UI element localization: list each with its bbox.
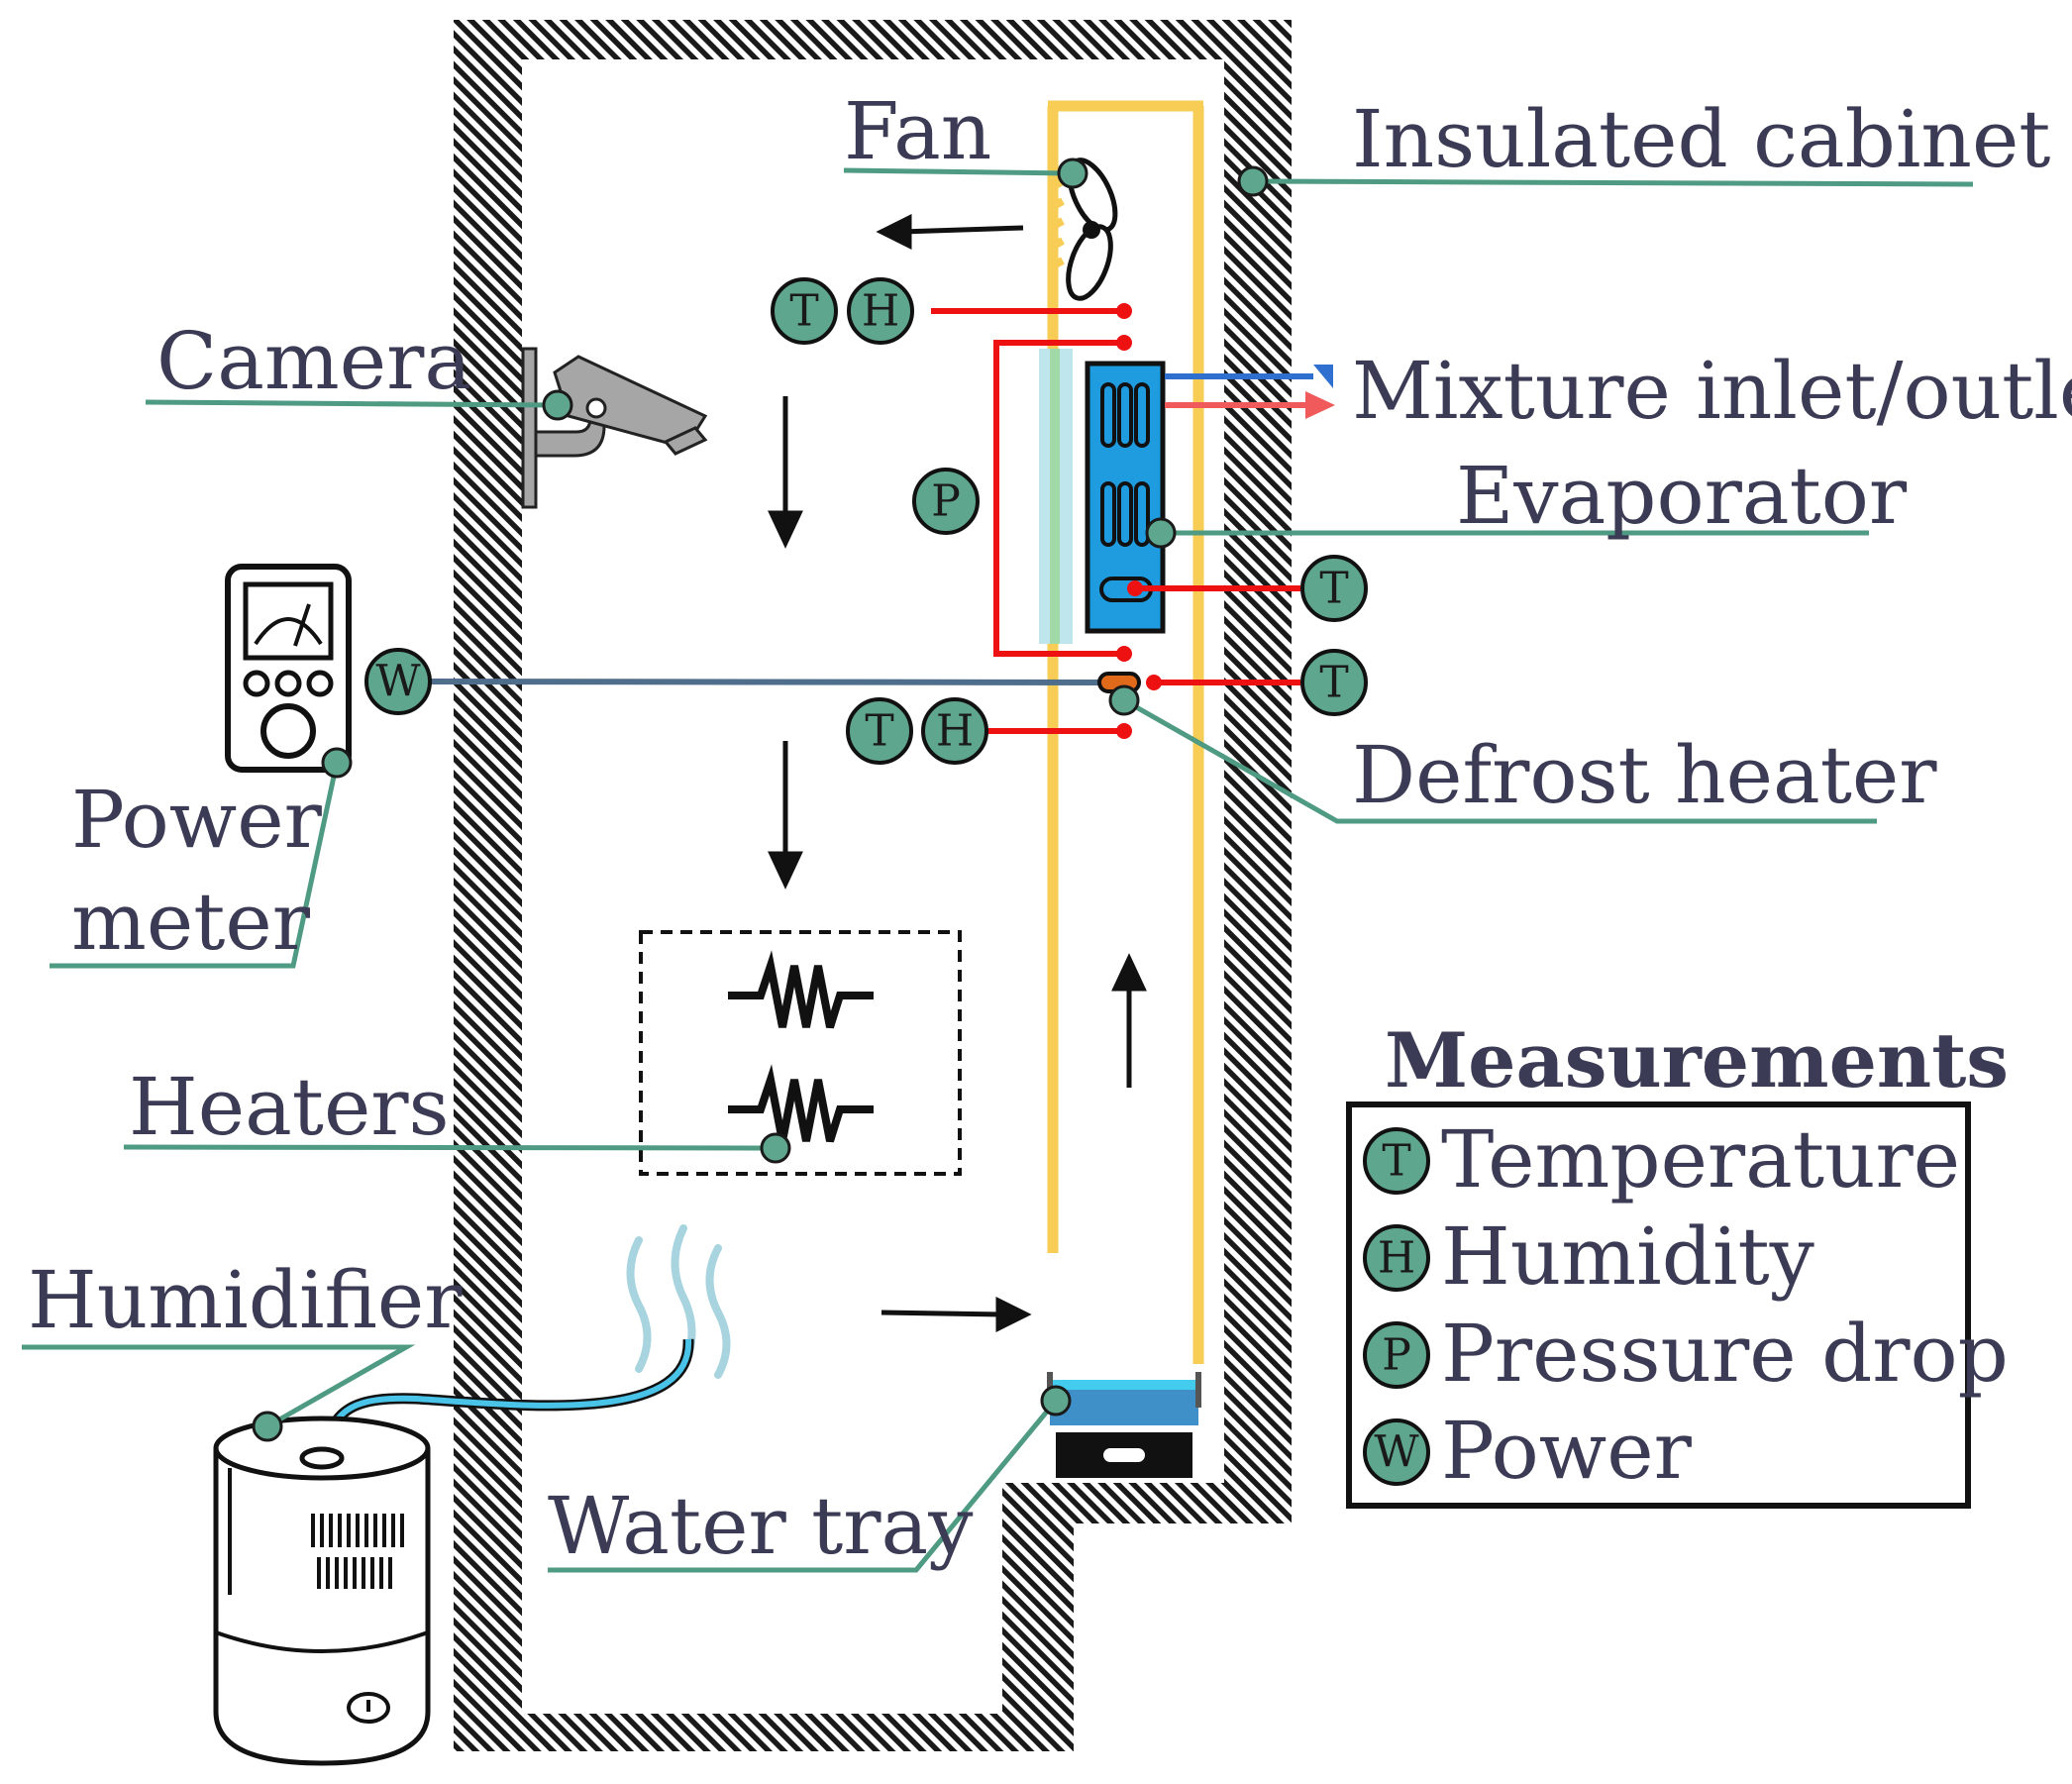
- legend-item-power: W Power: [1363, 1405, 1693, 1497]
- svg-text:P: P: [931, 476, 961, 527]
- wire-endpoints: [1116, 303, 1162, 739]
- svg-text:T: T: [865, 706, 893, 757]
- humidifier-icon: [213, 1416, 431, 1766]
- label-power-meter-2: meter: [71, 876, 311, 968]
- legend-item-temperature: T Temperature: [1363, 1113, 1960, 1206]
- svg-text:H: H: [862, 286, 899, 337]
- steam-icon: [626, 1224, 731, 1379]
- evaporator-icon: [1085, 361, 1166, 634]
- svg-text:Temperature: Temperature: [1441, 1113, 1960, 1206]
- sensor-h-top: H: [847, 277, 914, 345]
- sensor-t-evaporator: T: [1300, 555, 1368, 622]
- svg-text:H: H: [936, 706, 974, 757]
- component-labels: Fan Insulated cabinet Camera Mixture inl…: [28, 85, 2072, 1572]
- label-power-meter-1: Power: [71, 774, 323, 866]
- label-fan: Fan: [844, 85, 991, 177]
- svg-text:T: T: [1319, 658, 1348, 708]
- svg-text:Humidity: Humidity: [1441, 1210, 1814, 1303]
- svg-text:T: T: [1319, 564, 1348, 614]
- legend: Measurements T Temperature H Humidity P …: [1346, 1016, 2009, 1509]
- sensor-h-bottom: H: [921, 697, 988, 765]
- airflow-arrow-icon: [768, 213, 1147, 1333]
- label-water-tray: Water tray: [548, 1480, 973, 1572]
- legend-item-humidity: H Humidity: [1363, 1210, 1814, 1303]
- leader-dots: [252, 157, 1269, 1442]
- sensor-p: P: [912, 468, 980, 535]
- sensor-t-top: T: [771, 277, 838, 345]
- label-humidifier: Humidifier: [28, 1254, 463, 1346]
- water-tray-icon: [1047, 1372, 1201, 1478]
- label-mixture: Mixture inlet/outlet: [1352, 345, 2072, 437]
- sensor-wires: [931, 308, 1300, 734]
- svg-text:W: W: [1374, 1427, 1419, 1478]
- svg-text:H: H: [1378, 1233, 1415, 1284]
- power-meter-icon: [225, 564, 352, 773]
- label-camera: Camera: [156, 315, 471, 407]
- camera-icon: [521, 347, 708, 509]
- svg-text:T: T: [789, 286, 818, 337]
- sensor-w: W: [364, 648, 432, 715]
- svg-text:Power: Power: [1441, 1405, 1693, 1497]
- label-evaporator: Evaporator: [1456, 450, 1908, 542]
- sensor-t-bottom: T: [846, 697, 913, 765]
- legend-item-pressure: P Pressure drop: [1363, 1308, 2009, 1400]
- label-defrost-heater: Defrost heater: [1352, 729, 1937, 821]
- label-insulated-cabinet: Insulated cabinet: [1352, 93, 2050, 185]
- sensor-badges: T H P T T W T H: [364, 277, 1368, 765]
- svg-text:Pressure drop: Pressure drop: [1441, 1308, 2009, 1400]
- sensor-t-defrost: T: [1300, 649, 1368, 716]
- label-heaters: Heaters: [129, 1061, 450, 1153]
- svg-text:W: W: [375, 657, 421, 707]
- mixture-pipes: [1165, 365, 1335, 419]
- svg-text:P: P: [1382, 1330, 1411, 1381]
- svg-text:T: T: [1382, 1136, 1410, 1187]
- legend-title: Measurements: [1385, 1016, 2009, 1104]
- glass-panel: [1039, 349, 1073, 644]
- leader-lines: [22, 167, 1974, 1573]
- heater-icon: [639, 930, 962, 1176]
